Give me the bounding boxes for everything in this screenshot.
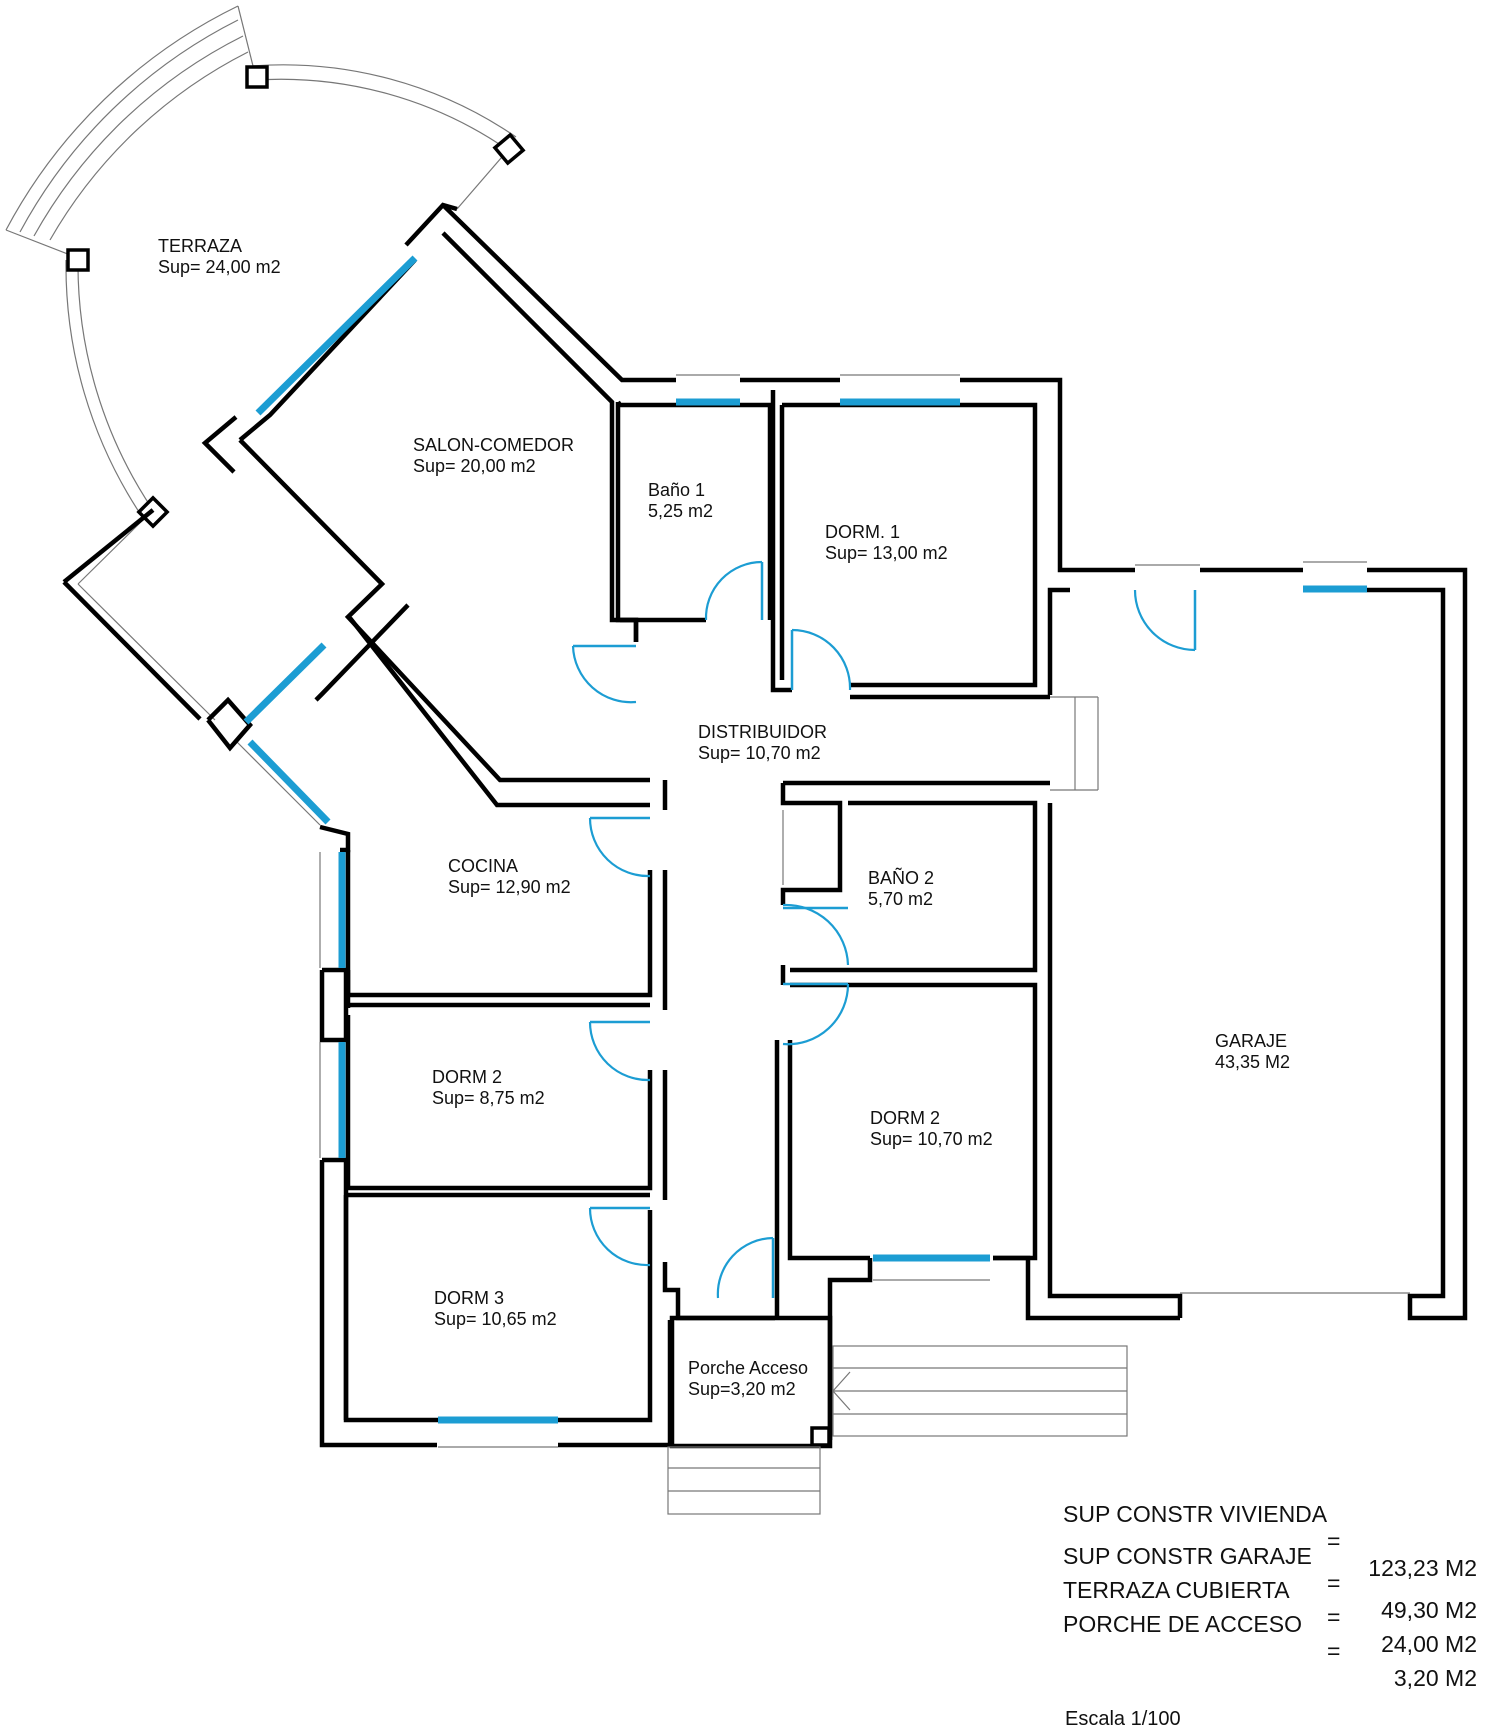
room-area-bano1: 5,25 m2 [648,501,713,521]
summary-label: SUP CONSTR VIVIENDA [1063,1501,1328,1527]
summary-value: 24,00 M2 [1381,1631,1477,1657]
summary-equals: = [1327,1528,1341,1554]
room-area-cocina: Sup= 12,90 m2 [448,877,571,897]
terrace-outline [5,5,517,826]
room-name-bano1: Baño 1 [648,480,705,500]
summary-row: SUP CONSTR GARAJE = 49,30 M2 [1063,1516,1477,1651]
summary-label: PORCHE DE ACCESO [1063,1611,1302,1637]
room-name-dorm2-left: DORM 2 [432,1067,502,1087]
room-name-bano2: BAÑO 2 [868,867,934,888]
summary-row: TERRAZA CUBIERTA = 24,00 M2 [1063,1550,1477,1685]
room-area-porche: Sup=3,20 m2 [688,1379,796,1399]
summary-label: SUP CONSTR GARAJE [1063,1543,1312,1569]
room-area-dorm2-right: Sup= 10,70 m2 [870,1129,993,1149]
window-sills [319,374,1410,1448]
terrace-post [492,132,526,166]
summary-label: TERRAZA CUBIERTA [1063,1577,1290,1603]
room-area-distribuidor: Sup= 10,70 m2 [698,743,821,763]
room-name-dorm3: DORM 3 [434,1288,504,1308]
room-area-dorm1: Sup= 13,00 m2 [825,543,948,563]
doors [571,560,1197,1299]
summary-value: 123,23 M2 [1368,1555,1477,1581]
summary-row: SUP CONSTR VIVIENDA = 123,23 M2 [1063,1474,1477,1609]
scale-label: Escala 1/100 [1065,1708,1181,1730]
room-name-dorm1: DORM. 1 [825,522,900,542]
room-name-dorm2-right: DORM 2 [870,1108,940,1128]
summary-equals: = [1327,1638,1341,1664]
exterior-walls [62,202,1468,1448]
room-labels: TERRAZA Sup= 24,00 m2 SALON-COMEDOR Sup=… [158,236,1290,1399]
room-name-distribuidor: DISTRIBUIDOR [698,722,827,742]
interior-walls [238,231,1053,1420]
summary-equals: = [1327,1570,1341,1596]
room-area-terraza: Sup= 24,00 m2 [158,257,281,277]
summary-equals: = [1327,1604,1341,1630]
windows [243,255,1367,1424]
summary-value: 49,30 M2 [1381,1597,1477,1623]
summary-row: PORCHE DE ACCESO = 3,20 M2 [1063,1584,1477,1719]
room-name-cocina: COCINA [448,856,518,876]
room-area-dorm2-left: Sup= 8,75 m2 [432,1088,545,1108]
porch [667,1315,1128,1515]
room-name-salon: SALON-COMEDOR [413,435,574,455]
room-name-garaje: GARAJE [1215,1031,1287,1051]
terrace-post [245,65,269,89]
room-area-salon: Sup= 20,00 m2 [413,456,536,476]
room-area-garaje: 43,35 M2 [1215,1052,1290,1072]
terrace-post [66,248,90,272]
room-area-bano2: 5,70 m2 [868,889,933,909]
summary-value: 3,20 M2 [1393,1665,1477,1691]
room-name-porche: Porche Acceso [688,1358,808,1378]
room-name-terraza: TERRAZA [158,236,242,256]
room-area-dorm3: Sup= 10,65 m2 [434,1309,557,1329]
